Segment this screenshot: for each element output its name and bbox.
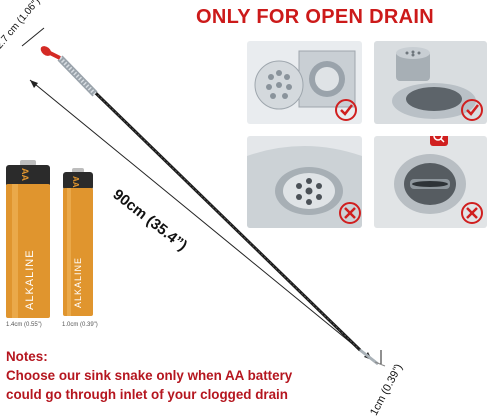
- notes-heading: Notes:: [6, 349, 48, 364]
- notes-block: Notes: Choose our sink snake only when A…: [6, 347, 292, 404]
- battery-large: ALKALINE AA: [6, 160, 50, 318]
- battery-large-brand: AA: [20, 168, 30, 181]
- check-icon: [461, 99, 483, 121]
- battery-small-icon: [63, 168, 93, 316]
- battery-small-brand: AA: [71, 176, 80, 188]
- battery-small: ALKALINE AA: [63, 168, 93, 316]
- page-title: ONLY FOR OPEN DRAIN: [196, 6, 434, 28]
- handle-dimension-line: [21, 27, 45, 47]
- battery-large-type: ALKALINE: [24, 249, 36, 310]
- battery-small-type: ALKALINE: [73, 256, 83, 308]
- battery-small-size: 1.0cm (0.39"): [62, 322, 98, 328]
- notes-line-1: Choose our sink snake only when AA batte…: [6, 368, 293, 383]
- notes-line-2: could go through inlet of your clogged d…: [6, 387, 288, 402]
- drain-photo-basket: [374, 41, 487, 124]
- battery-large-size: 1.4cm (0.55"): [6, 322, 42, 328]
- drain-snake: [40, 46, 386, 367]
- zoom-icon: [430, 136, 448, 146]
- drain-photo-grate: [247, 136, 362, 228]
- battery-large-icon: [6, 160, 50, 318]
- check-icon: [335, 99, 357, 121]
- drain-photo-stopper: [374, 136, 487, 228]
- cross-icon: [339, 202, 361, 224]
- drain-photo-flat-cover: [247, 41, 362, 124]
- cross-icon: [461, 202, 483, 224]
